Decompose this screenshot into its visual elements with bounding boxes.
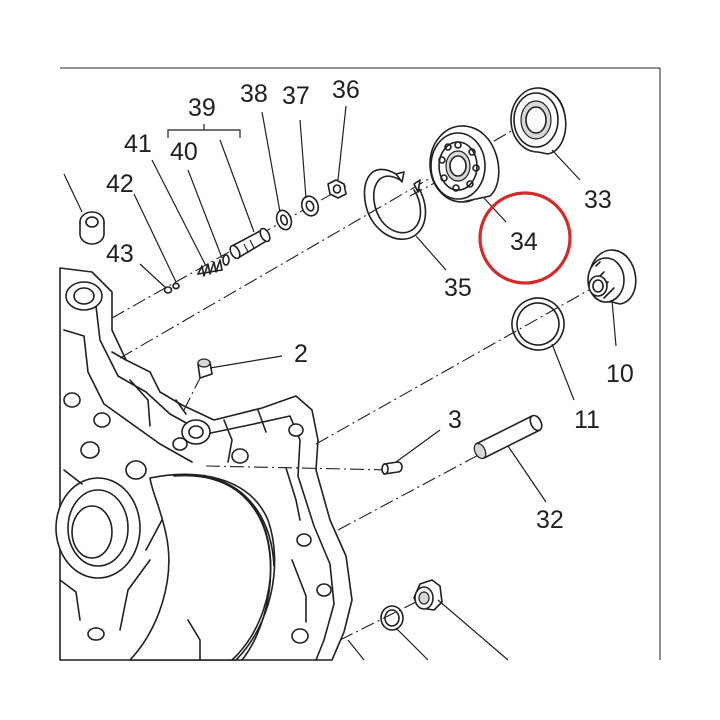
part-32-dowel-tube: [473, 414, 543, 460]
part-2-dowel: [197, 358, 213, 379]
drawing-frame: [60, 67, 661, 660]
label-11: 11: [574, 406, 600, 434]
part-37-washer: [300, 195, 320, 217]
label-33: 33: [584, 186, 612, 214]
leader-lines: [133, 105, 617, 661]
part-36-nut: [327, 179, 347, 199]
part-41-spring: [197, 259, 223, 277]
label-2: 2: [294, 340, 308, 368]
part-3-pin: [381, 461, 403, 475]
label-32: 32: [536, 506, 564, 534]
part-33-oil-seal: [510, 87, 567, 155]
bushing-top-left: [63, 173, 105, 245]
part-43-pin: [163, 282, 180, 294]
label-35: 35: [444, 274, 472, 302]
part-39-plunger: [229, 227, 271, 260]
label-39: 39: [188, 94, 216, 122]
crankcase-housing: [55, 267, 353, 661]
label-34: 34: [510, 228, 538, 256]
part-10-plug: [587, 249, 637, 305]
part-40-washer: [222, 254, 230, 266]
label-36: 36: [332, 76, 360, 104]
label-3: 3: [448, 406, 462, 434]
callout-labels: 2 3 10 11 32 33 34 35 36 37 38 39 40 41 …: [106, 76, 634, 534]
label-43: 43: [106, 240, 134, 268]
part-38-washer: [275, 209, 293, 231]
part-35-circlip: [363, 168, 427, 241]
label-10: 10: [606, 360, 634, 388]
part-11-o-ring: [511, 297, 565, 351]
bottom-drain-plug: [380, 579, 443, 631]
part-34-bearing: [429, 125, 500, 203]
label-40: 40: [170, 138, 198, 166]
label-37: 37: [282, 82, 310, 110]
label-41: 41: [124, 130, 152, 158]
label-38: 38: [240, 80, 268, 108]
highlight-circle-34: [478, 191, 572, 285]
label-42: 42: [106, 170, 134, 198]
